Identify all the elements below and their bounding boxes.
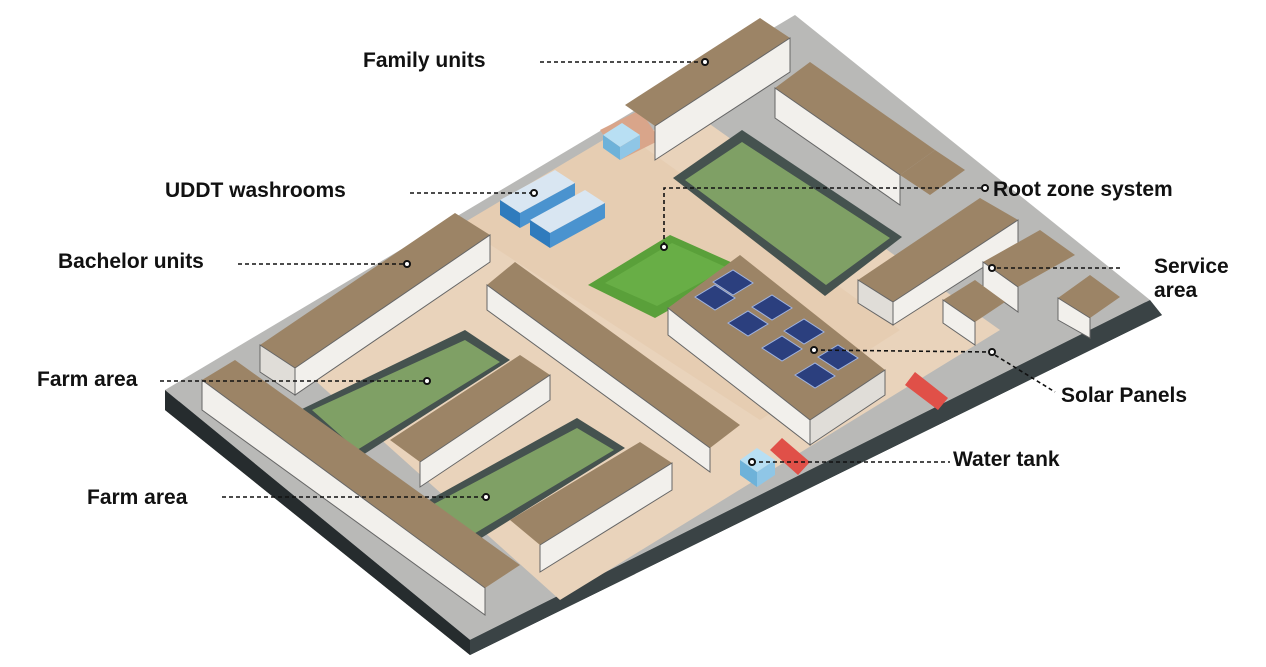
label-service-area-line1: Service	[1154, 255, 1229, 278]
label-water-tank: Water tank	[953, 448, 1060, 471]
label-service-area-line2: area	[1154, 279, 1198, 302]
label-uddt-washrooms: UDDT washrooms	[165, 179, 346, 202]
sports-field	[588, 235, 744, 318]
buildings	[201, 18, 1120, 616]
leader-dots	[403, 58, 996, 501]
label-service-area: Service area	[1154, 255, 1264, 303]
entry-arrows	[770, 372, 948, 475]
label-family-units: Family units	[363, 49, 486, 72]
label-solar-panels: Solar Panels	[1061, 384, 1188, 407]
label-farm-area-2: Farm area	[87, 486, 188, 509]
water-tanks	[603, 123, 775, 487]
farm-areas	[300, 330, 625, 545]
root-zone-system	[673, 130, 902, 296]
label-bachelor-units: Bachelor units	[58, 250, 204, 273]
label-root-zone-system: Root zone system	[993, 178, 1173, 201]
label-farm-area-1: Farm area	[37, 368, 138, 391]
solar-panels	[694, 269, 859, 389]
